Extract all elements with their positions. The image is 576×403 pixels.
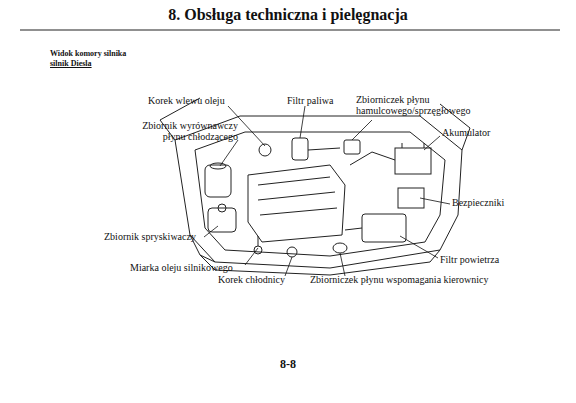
leader-line [420, 198, 450, 204]
section-subtitle: silnik Diesla [50, 60, 92, 69]
hoses [308, 148, 395, 165]
part-label: Zbiorniczek płynu wspomagania kierownicy [310, 274, 489, 285]
leader-line [204, 226, 218, 237]
leader-line [424, 136, 440, 150]
leader-line [340, 253, 345, 276]
battery-terminals [402, 143, 424, 148]
leader-line [352, 120, 372, 140]
coolant-cap [210, 163, 226, 169]
leader-line [245, 248, 258, 265]
battery [395, 148, 431, 174]
engine-cover [248, 165, 345, 242]
header-rule [20, 29, 560, 30]
leader-line [300, 106, 305, 138]
washer-cap [218, 204, 226, 212]
part-label: Korek wlewu oleju [148, 95, 225, 106]
part-label: Miarka oleju silnikowego [130, 262, 233, 273]
part-label: Filtr paliwa [287, 95, 333, 106]
page-title: 8. Obsługa techniczna i pielęgnacja [0, 6, 576, 24]
engine-ribs [258, 177, 337, 215]
brake-reservoir [344, 140, 360, 154]
fuel-filter [292, 138, 308, 160]
air-filter [362, 214, 406, 242]
leader-line [285, 257, 292, 276]
coolant-reservoir [205, 165, 231, 197]
air-intake [345, 228, 362, 230]
part-label: Bezpieczniki [452, 197, 504, 208]
leader-line [400, 236, 438, 258]
part-label: Filtr powietrza [440, 254, 499, 265]
leader-line [220, 140, 238, 166]
steering-reservoir [333, 243, 347, 253]
part-label: Korek chłodnicy [218, 274, 285, 285]
section-subtitle: Widok komory silnika [50, 50, 126, 59]
page-number: 8-8 [0, 358, 576, 371]
part-label: Zbiorniczek płynu hamulcowego/sprzęgłowe… [356, 94, 476, 116]
engine-bay-outline [195, 132, 445, 256]
part-label: Zbiornik wyrównawczy płynu chłodzącego [130, 120, 238, 142]
part-label: Zbiornik spryskiwaczy [104, 231, 196, 242]
radiator-cap [287, 247, 297, 257]
part-label: Akumulator [442, 127, 490, 138]
